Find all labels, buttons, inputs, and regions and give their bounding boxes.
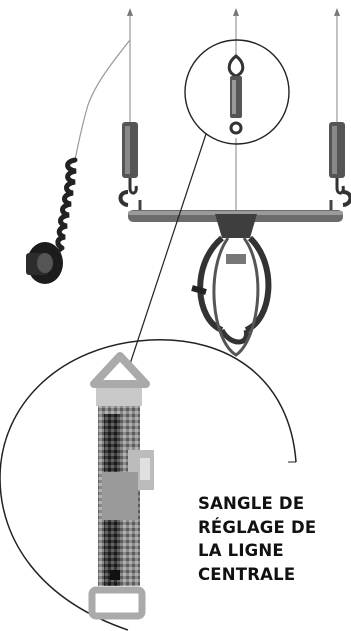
caption-line-4: CENTRALE <box>198 563 348 587</box>
magnified-adjustment-strap <box>92 356 154 616</box>
caption-line-1: SANGLE DE <box>198 492 348 516</box>
coiled-leash <box>58 160 76 248</box>
caption-line-2: RÉGLAGE DE <box>198 516 348 540</box>
chicken-loop <box>192 214 268 355</box>
right-float <box>329 122 345 193</box>
leash-handle <box>26 242 63 284</box>
left-float <box>122 122 138 193</box>
safety-leash-line <box>75 40 130 160</box>
zoom-connector-line <box>130 134 206 364</box>
caption-line-3: LA LIGNE <box>198 539 348 563</box>
strap-caption: SANGLE DE RÉGLAGE DE LA LIGNE CENTRALE <box>198 492 348 586</box>
line-arrow-tips <box>127 8 340 16</box>
center-line-adjuster <box>229 56 243 133</box>
